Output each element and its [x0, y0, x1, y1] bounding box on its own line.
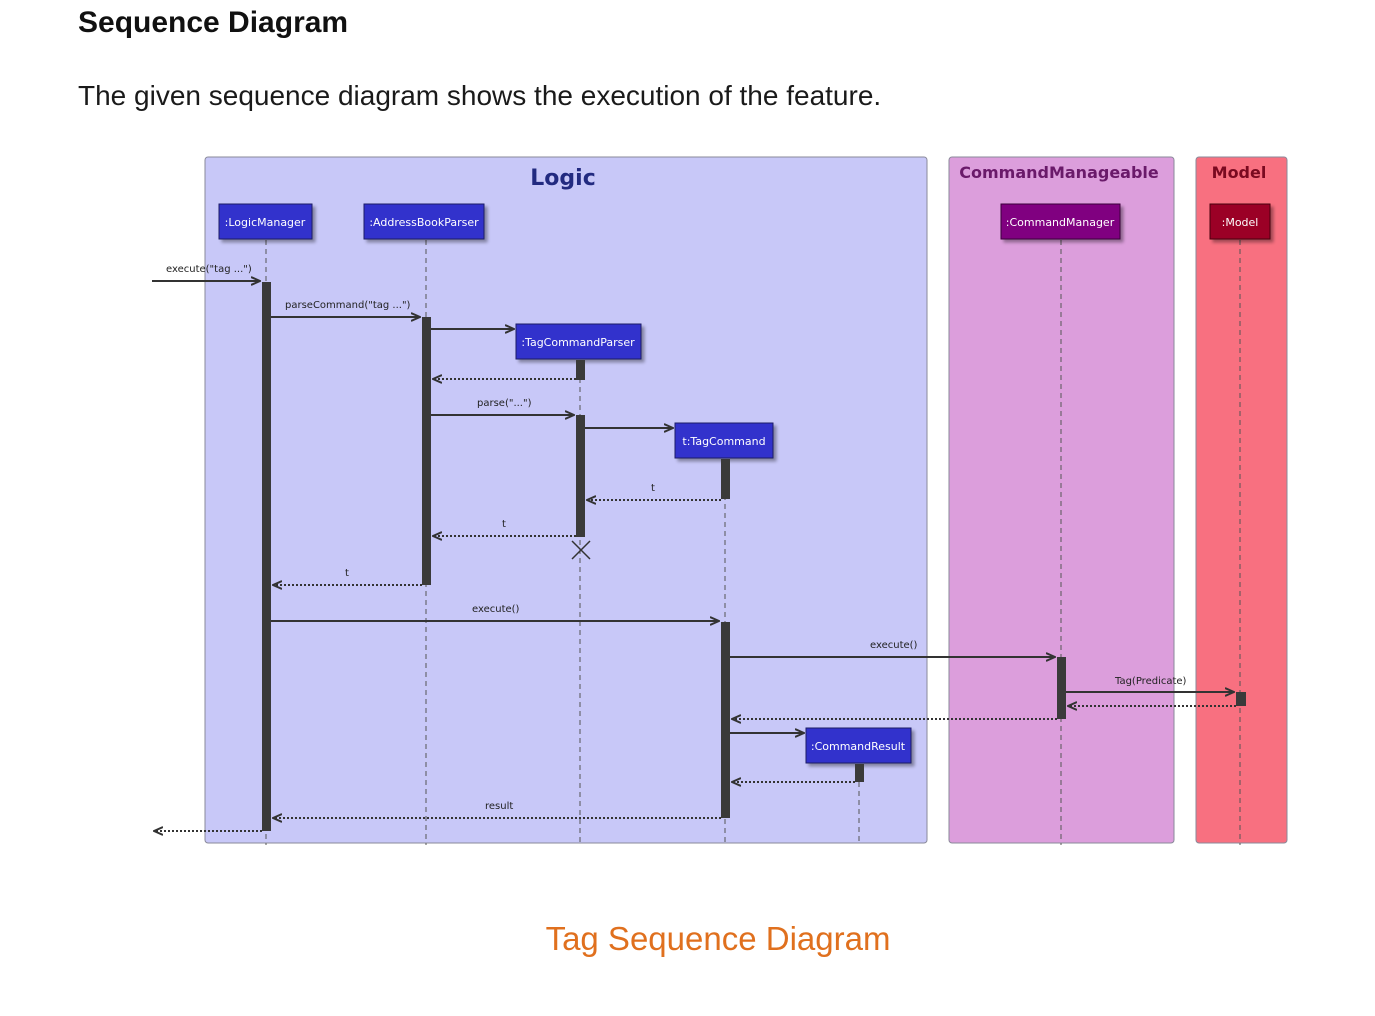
participant-address-book-parser: :AddressBookParser [363, 203, 485, 240]
participant-model: :Model [1209, 203, 1271, 240]
activation-model [1236, 692, 1246, 706]
activation-tag-command-parser [576, 415, 585, 537]
sync-messages [152, 281, 1234, 733]
package-model-title: Model [1212, 163, 1267, 182]
package-model: Model [1195, 156, 1288, 844]
activation-tag-command [721, 622, 730, 818]
participant-command-result: :CommandResult [805, 727, 912, 764]
label-tag-predicate: Tag(Predicate) [1114, 676, 1187, 687]
participant-model-label: :Model [1222, 216, 1259, 229]
package-logic: Logic [204, 156, 928, 844]
label-return-t-2: t [502, 519, 506, 530]
section-heading: Sequence Diagram [78, 6, 349, 39]
activation-command-manager [1057, 657, 1066, 719]
message-labels: execute("tag ...") parseCommand("tag ...… [166, 264, 1187, 812]
activation-command-result [855, 764, 864, 782]
section-intro: The given sequence diagram shows the exe… [78, 80, 882, 111]
activations [262, 282, 1246, 831]
participant-command-manager: :CommandManager [1000, 203, 1121, 240]
package-command-manageable: CommandManageable [948, 156, 1175, 844]
label-execute-2: execute() [870, 640, 918, 651]
activation-tag-command-parser-init [576, 360, 585, 380]
participant-tag-command-parser: :TagCommandParser [515, 323, 642, 360]
participant-tag-command: t:TagCommand [674, 422, 774, 459]
sequence-diagram: Logic CommandManageable Model :LogicMana… [152, 156, 1288, 845]
label-parse: parse("...") [477, 398, 532, 409]
destroy-x-icon [571, 540, 591, 560]
label-return-t-1: t [651, 483, 655, 494]
label-execute-tag: execute("tag ...") [166, 264, 252, 275]
participant-address-book-parser-label: :AddressBookParser [369, 216, 479, 229]
participant-logic-manager: :LogicManager [218, 203, 313, 240]
participant-command-manager-label: :CommandManager [1006, 216, 1115, 229]
label-parse-command: parseCommand("tag ...") [285, 300, 411, 311]
label-return-t-3: t [345, 568, 349, 579]
activation-tag-command-init [721, 459, 730, 499]
diagram-caption: Tag Sequence Diagram [545, 920, 891, 957]
label-execute-1: execute() [472, 604, 520, 615]
participant-tag-command-label: t:TagCommand [682, 435, 765, 448]
participant-logic-manager-label: :LogicManager [225, 216, 306, 229]
participant-command-result-label: :CommandResult [811, 740, 906, 753]
package-command-manageable-title: CommandManageable [959, 163, 1159, 182]
package-logic-title: Logic [530, 166, 595, 191]
activation-address-book-parser [422, 317, 431, 585]
participant-tag-command-parser-label: :TagCommandParser [521, 336, 635, 349]
label-result: result [485, 801, 513, 812]
return-messages [154, 379, 1236, 831]
activation-logic-manager [262, 282, 271, 831]
